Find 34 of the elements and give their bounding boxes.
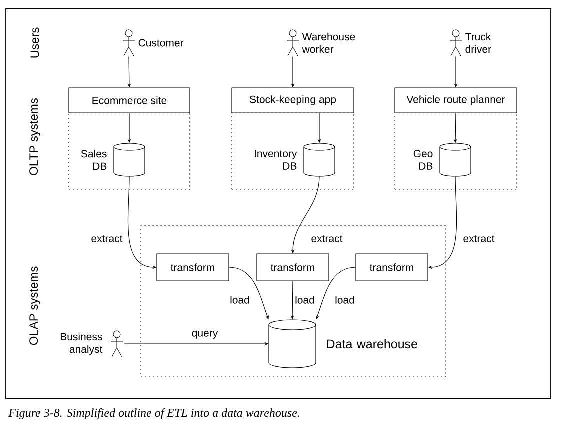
node-label: Inventory DB [254, 150, 298, 170]
node-label: Sales DB [81, 150, 107, 170]
database-cylinder [440, 143, 472, 177]
node-label: Warehouse worker [302, 32, 356, 54]
database-cylinder [114, 143, 146, 177]
process-box: Vehicle route planner [394, 88, 518, 114]
section-label: Users [30, 28, 40, 58]
edge-label: load [229, 295, 251, 305]
section-label: OLAP systems [30, 266, 40, 346]
edge-label: load [294, 295, 316, 305]
edge-label: extract [90, 234, 124, 244]
edge-label: query [190, 330, 220, 340]
process-box: Ecommerce site [68, 88, 190, 114]
process-box: transform [256, 254, 330, 282]
person-icon [122, 30, 136, 56]
person-icon [286, 30, 300, 56]
database-cylinder [268, 320, 316, 368]
edge-label: extract [462, 234, 496, 244]
node-label: Customer [138, 39, 184, 47]
node-label: Geo DB [414, 150, 433, 170]
dashed-region [140, 226, 446, 378]
process-box: Stock-keeping app [232, 88, 354, 114]
edge-label: load [334, 295, 356, 305]
person-icon [450, 30, 462, 56]
node-label: Data warehouse [327, 339, 418, 349]
process-box: transform [356, 254, 428, 282]
person-icon [110, 330, 124, 358]
section-label: OLTP systems [30, 98, 40, 176]
database-cylinder [304, 143, 336, 177]
process-box: transform [156, 254, 230, 282]
caption: Figure 3-8. Simplified outline of ETL into a data warehouse. [8, 408, 300, 420]
edge-label: extract [310, 234, 344, 244]
node-label: Business analyst [60, 332, 103, 356]
node-label: Truck driver [466, 32, 492, 54]
